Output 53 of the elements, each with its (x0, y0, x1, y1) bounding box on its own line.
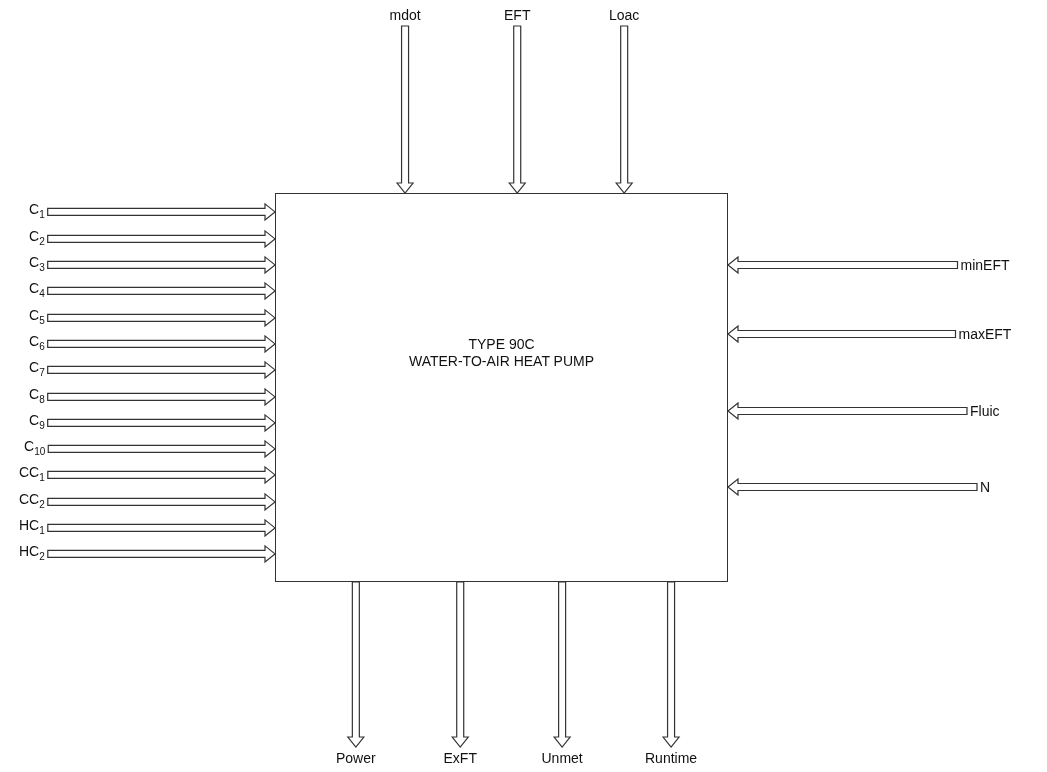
block-arrow (47, 518, 276, 538)
component-title: TYPE 90C (468, 335, 535, 353)
block-arrow (47, 308, 276, 328)
block-arrow (346, 581, 366, 748)
block-arrow (47, 413, 276, 433)
signal-label: mdot (389, 7, 421, 23)
signal-label: HC$_{2}$ (19, 543, 45, 565)
block-arrow (661, 581, 681, 748)
block-arrow (508, 25, 527, 194)
signal-label: C$_{4}$ (29, 280, 45, 302)
block-arrow (47, 439, 276, 459)
block-arrow (727, 477, 978, 497)
signal-label: C$_{6}$ (29, 333, 45, 355)
component-box (275, 193, 728, 582)
block-arrow (47, 202, 276, 222)
signal-label: C$_{7}$ (29, 359, 45, 381)
signal-label: CC$_{2}$ (19, 491, 45, 513)
signal-label: C$_{3}$ (29, 254, 45, 276)
signal-label: C$_{10}$ (24, 438, 46, 460)
signal-label: Power (336, 750, 376, 766)
block-arrow (727, 401, 968, 421)
signal-label: maxEFT (958, 326, 1012, 342)
signal-label: ExFT (443, 750, 477, 766)
component-title: WATER-TO-AIR HEAT PUMP (408, 352, 595, 370)
signal-label: HC$_{1}$ (19, 517, 45, 539)
block-arrow (727, 255, 959, 275)
signal-label: C$_{1}$ (29, 201, 45, 223)
signal-label: N (980, 479, 991, 495)
block-arrow (47, 255, 276, 275)
signal-label: Runtime (645, 750, 698, 766)
signal-label: Unmet (541, 750, 583, 766)
signal-label: C$_{5}$ (29, 307, 45, 329)
signal-label: C$_{9}$ (29, 412, 45, 434)
signal-label: CC$_{1}$ (19, 464, 45, 486)
signal-label: minEFT (960, 257, 1010, 273)
block-arrow (47, 360, 276, 380)
signal-label: C$_{2}$ (29, 228, 45, 250)
block-arrow (47, 281, 276, 301)
block-arrow (47, 544, 276, 564)
block-arrow (614, 25, 634, 194)
block-arrow (47, 334, 276, 354)
block-arrow (727, 324, 957, 344)
signal-label: Loac (609, 7, 640, 23)
block-arrow (451, 581, 470, 748)
block-arrow (552, 581, 572, 748)
block-arrow (47, 229, 276, 249)
signal-label: C$_{8}$ (29, 386, 45, 408)
signal-label: Fluic (970, 403, 1000, 419)
block-arrow (395, 25, 415, 194)
block-arrow (47, 465, 276, 485)
signal-label: EFT (504, 7, 531, 23)
block-arrow (47, 492, 276, 512)
block-arrow (47, 387, 276, 407)
